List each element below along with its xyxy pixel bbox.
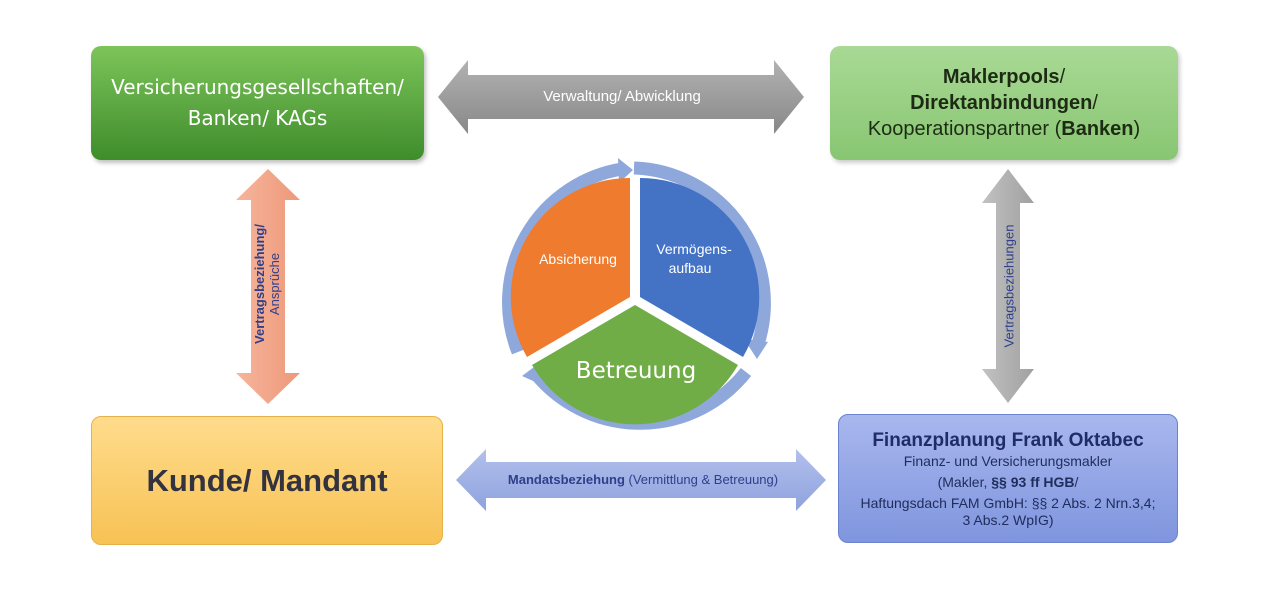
cycle-label-vermoegen-1: Vermögens- [656, 241, 732, 257]
box-makler-line3: Kooperationspartner (Banken) [867, 118, 1141, 140]
box-fpl-subtitle: Finanz- und Versicherungsmakler [903, 452, 1113, 469]
cycle-label-betreuung: Betreuung [576, 358, 696, 384]
box-maklerpools: Maklerpools/ Direktanbindungen/ Kooperat… [830, 46, 1178, 160]
box-vers-line2: Banken/ KAGs [187, 106, 328, 130]
label-vertrag-left-rest: Ansprüche [267, 252, 282, 316]
arrow-vertrag-left [236, 169, 300, 404]
box-makler-line2: Direktanbindungen/ [910, 92, 1098, 114]
label-verwaltung: Verwaltung/ Abwicklung [543, 88, 701, 105]
box-kunde-label: Kunde/ Mandant [146, 462, 388, 498]
label-vertrag-right: Vertragsbeziehungen [1001, 224, 1017, 348]
label-mandat-bold: Mandatsbeziehung [507, 472, 625, 487]
box-fpl-title: Finanzplanung Frank Oktabec [872, 429, 1144, 451]
label-mandat: Mandatsbeziehung (Vermittlung & Betreuun… [478, 472, 808, 487]
box-vers-line1: Versicherungsgesellschaften/ [111, 75, 404, 99]
box-fpl-haftung: Haftungsdach FAM GmbH: §§ 2 Abs. 2 Nrn.3… [860, 494, 1156, 528]
sector-absicherung [510, 177, 630, 357]
box-kunde-mandant: Kunde/ Mandant [91, 416, 443, 545]
label-vertrag-left-bold: Vertragsbeziehung/ [252, 224, 267, 344]
cycle-label-absicherung: Absicherung [539, 251, 617, 267]
label-vertrag-left: Vertragsbeziehung/ Ansprüche [252, 224, 282, 344]
box-fpl-makler: (Makler, §§ 93 ff HGB/ [937, 473, 1079, 490]
arrow-verwaltung [438, 60, 804, 134]
box-finanzplanung: Finanzplanung Frank Oktabec Finanz- und … [838, 414, 1178, 543]
cycle-label-vermoegen-2: aufbau [669, 260, 712, 276]
box-versicherungsgesellschaften: Versicherungsgesellschaften/ Banken/ KAG… [91, 46, 424, 160]
label-mandat-rest: (Vermittlung & Betreuung) [624, 472, 779, 487]
arrow-vertrag-right [982, 169, 1034, 403]
sector-betreuung [532, 305, 738, 425]
arrow-mandat [456, 449, 826, 511]
box-makler-line1: Maklerpools/ [942, 66, 1066, 88]
sector-vermoegen [640, 177, 760, 357]
